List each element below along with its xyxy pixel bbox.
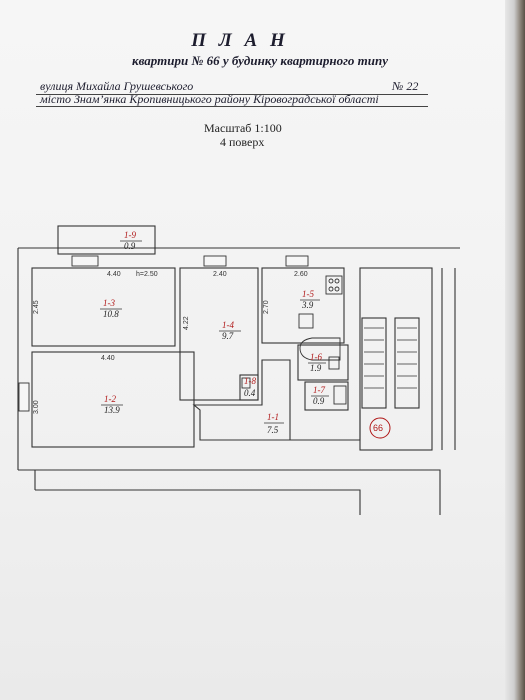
svg-text:13.9: 13.9	[104, 405, 120, 415]
room-1-4-outline	[179, 267, 259, 401]
dim-2-70: 2.70	[263, 300, 270, 314]
dim-4-22: 4.22	[183, 316, 190, 330]
svg-text:1-3: 1-3	[103, 298, 115, 308]
city-underline	[36, 106, 428, 107]
dim-4-40-top: 4.40	[107, 271, 121, 278]
svg-text:0.9: 0.9	[313, 396, 325, 406]
closet-fixture-icon	[241, 377, 251, 389]
window-3	[285, 255, 309, 267]
svg-text:3.9: 3.9	[301, 300, 314, 310]
corridor-east	[290, 410, 361, 441]
svg-text:9.7: 9.7	[222, 331, 234, 341]
outer-wall	[17, 247, 460, 515]
room-label-1-4: 1-4 9.7	[219, 320, 241, 341]
scale-label: Масштаб 1:100	[204, 121, 282, 135]
dim-2-45: 2.45	[33, 300, 40, 314]
plan-sheet	[0, 0, 512, 700]
svg-text:10.8: 10.8	[103, 309, 119, 319]
bathtub-icon	[299, 337, 341, 361]
radiator-icon	[328, 356, 340, 370]
room-label-1-3: 1-3 10.8	[100, 298, 122, 319]
svg-text:7.5: 7.5	[267, 425, 279, 435]
svg-text:1-5: 1-5	[302, 289, 314, 299]
svg-text:1-2: 1-2	[104, 394, 116, 404]
house-number: № 22	[392, 79, 419, 93]
room-1-8-outline	[239, 374, 259, 401]
dim-3-00: 3.00	[33, 400, 40, 414]
svg-text:1-8: 1-8	[244, 376, 256, 386]
stairwell-outline	[359, 267, 433, 451]
dim-2-40: 2.40	[213, 271, 227, 278]
room-1-5-outline	[261, 267, 345, 344]
svg-text:1-6: 1-6	[310, 352, 322, 362]
apartment-badge-text: 66	[373, 423, 383, 433]
stairwell-inner	[361, 317, 387, 409]
city-line: місто Знам’янка Кропивницького району Кі…	[40, 92, 379, 106]
room-label-1-9: 1-9 0.9	[120, 230, 142, 251]
paper-edge	[505, 0, 525, 700]
stairwell-inner-2	[394, 317, 420, 409]
dim-2-60: 2.60	[294, 271, 308, 278]
dim-4-40-mid: 4.40	[101, 355, 115, 362]
svg-text:1-1: 1-1	[267, 412, 279, 422]
east-wall	[441, 268, 456, 450]
floor-label: 4 поверх	[220, 135, 265, 149]
toilet-icon	[333, 385, 347, 405]
room-1-3-outline	[31, 267, 176, 347]
svg-text:0.9: 0.9	[124, 241, 136, 251]
balcony-outline	[57, 225, 156, 255]
window-2	[203, 255, 227, 267]
room-label-1-8: 1-8 0.4	[244, 376, 256, 398]
dim-height: h=2.50	[136, 271, 158, 278]
window-4	[18, 382, 30, 412]
room-label-1-2: 1-2 13.9	[101, 394, 123, 415]
svg-text:0.4: 0.4	[244, 388, 256, 398]
corridor-outline	[192, 359, 291, 441]
svg-text:1-7: 1-7	[313, 385, 325, 395]
street-underline	[36, 94, 428, 95]
apartment-badge	[369, 417, 391, 439]
svg-text:1.9: 1.9	[310, 363, 322, 373]
room-label-1-7: 1-7 0.9	[311, 385, 329, 406]
street-label: вулиця Михайла Грушевського	[40, 79, 194, 93]
room-label-1-6: 1-6 1.9	[308, 352, 326, 373]
svg-text:1-9: 1-9	[124, 230, 136, 240]
svg-text:1-4: 1-4	[222, 320, 234, 330]
sink-icon	[298, 313, 314, 329]
stove-icon	[325, 275, 343, 295]
room-1-7-outline	[304, 381, 349, 411]
room-label-1-5: 1-5 3.9	[300, 289, 320, 310]
window-1	[71, 255, 99, 267]
plan-subtitle: квартири № 66 у будинку квартирного типу	[131, 53, 388, 68]
room-1-6-outline	[297, 344, 349, 381]
plan-title: П Л А Н	[191, 30, 289, 51]
room-label-1-1: 1-1 7.5	[264, 412, 284, 435]
